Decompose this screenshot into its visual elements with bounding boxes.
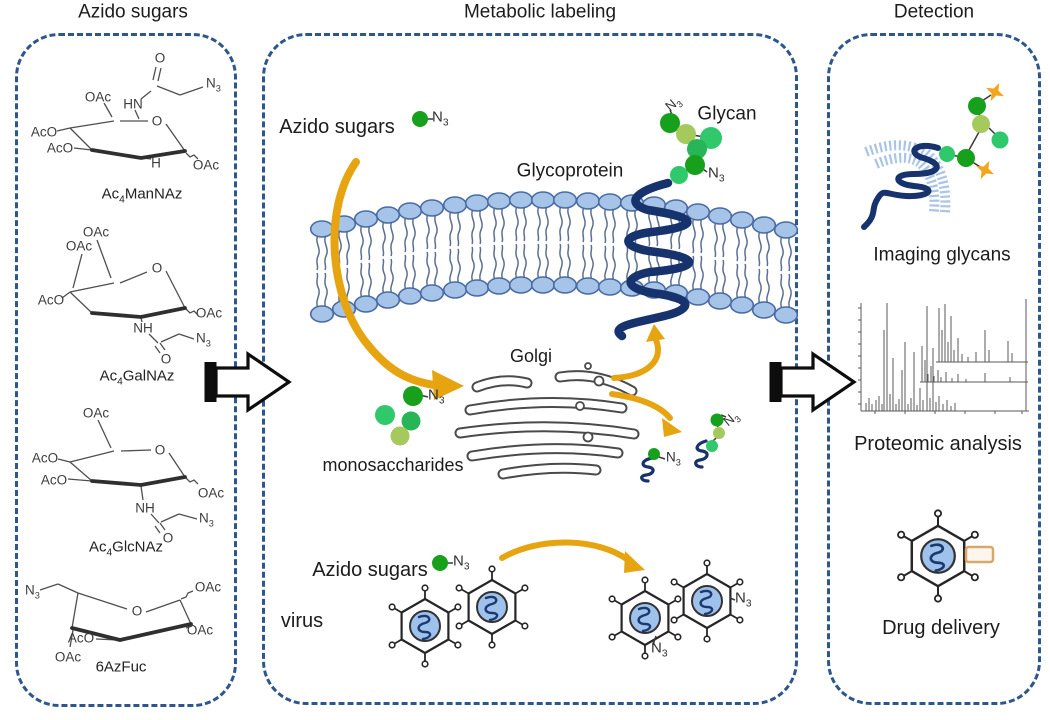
- s3-carbonyl-o: O: [162, 530, 174, 546]
- s4-oac-right: OAc: [186, 622, 214, 638]
- s4-ring-o: O: [131, 603, 143, 619]
- s3-aco-left2: AcO: [40, 472, 68, 488]
- vesicles: [575, 362, 605, 443]
- azido-sugar-dot-bottom: [432, 555, 453, 571]
- s3-aco-left1: AcO: [31, 450, 59, 466]
- structure-6azfuc-bonds: [39, 583, 194, 648]
- s2-azide-label: N3: [196, 330, 211, 349]
- s1-name: Ac4ManNAz: [101, 185, 183, 206]
- s1-aco-left1: AcO: [30, 124, 58, 140]
- s1-azide-label: N3: [206, 75, 221, 94]
- drug-delivery-icon: [896, 508, 995, 604]
- glycoprotein-coil: [614, 178, 694, 341]
- s1-oac-anomeric: OAc: [192, 157, 220, 173]
- label-virus: virus: [280, 610, 324, 632]
- s4-name: 6AzFuc: [95, 658, 147, 676]
- virus4-n3: N3: [735, 589, 752, 610]
- s2-ring-o: O: [151, 260, 163, 276]
- panel-title-metabolic-labeling: Metabolic labeling: [463, 1, 617, 23]
- s2-oac-top2: OAc: [65, 238, 93, 254]
- s1-oac-top: OAc: [84, 89, 112, 105]
- label-glycoprotein: Glycoprotein: [516, 160, 624, 182]
- block-arrow-middle-to-right: [769, 350, 857, 414]
- structure-ac4galnaz-bonds: [61, 239, 199, 354]
- s3-oac-top: OAc: [82, 405, 110, 421]
- s1-h: H: [151, 155, 161, 171]
- label-azido-sugars-bottom: Azido sugars: [312, 559, 428, 581]
- label-azido-sugars-top: Azido sugars: [279, 116, 395, 138]
- arrow-golgi-to-secreted: [609, 391, 682, 437]
- s4-oac-top: OAc: [194, 579, 222, 595]
- s2-name: Ac4GalNAz: [99, 367, 175, 388]
- glycan-chain: [660, 109, 722, 184]
- azide-n3-bottom: N3: [453, 552, 470, 573]
- s1-carbonyl-o: O: [154, 50, 166, 66]
- label-golgi: Golgi: [509, 346, 553, 366]
- s1-aco-left2: AcO: [46, 140, 74, 156]
- secreted-glycoprotein-1: [640, 448, 666, 483]
- mass-spectrum-icon: [858, 299, 1029, 414]
- label-imaging-glycans: Imaging glycans: [873, 244, 1011, 266]
- structure-ac4mannaz-bonds: [56, 66, 204, 160]
- golgi-apparatus: [454, 370, 640, 480]
- label-proteomic-analysis: Proteomic analysis: [854, 433, 1022, 455]
- panel-title-detection: Detection: [893, 1, 975, 23]
- panel-title-azido-sugars: Azido sugars: [78, 1, 188, 23]
- s2-aco-left: AcO: [37, 292, 65, 308]
- s4-oac-bottom: OAc: [54, 649, 82, 665]
- virus3-n3: N3: [651, 639, 668, 660]
- s2-carbonyl-o: O: [160, 351, 172, 367]
- secreted-glycoprotein-2: [694, 413, 727, 469]
- arrow-virus-labeling: [499, 539, 645, 573]
- secreted1-n3: N3: [666, 449, 681, 468]
- s3-nh: NH: [135, 500, 155, 516]
- s3-azide-label: N3: [199, 510, 214, 529]
- monosaccharide-dots: [375, 386, 429, 446]
- arrow-golgi-to-membrane: [611, 324, 665, 381]
- monosaccharide-n3: N3: [428, 386, 445, 407]
- s3-oac-anomeric: OAc: [197, 485, 225, 501]
- label-glycan: Glycan: [697, 103, 757, 125]
- azido-sugar-dot-top: [412, 111, 433, 127]
- s1-ring-o: O: [151, 113, 163, 129]
- azide-n3-top: N3: [432, 108, 449, 129]
- s2-oac-anomeric: OAc: [195, 305, 223, 321]
- s4-aco: AcO: [67, 630, 95, 646]
- imaging-glycans-icon: [861, 78, 1009, 230]
- arrow-azido-sugar-uptake: [330, 158, 464, 400]
- structure-ac4glcnaz-bonds: [57, 419, 199, 534]
- s3-name: Ac4GlcNAz: [88, 538, 164, 559]
- glycan-n3-lower: N3: [708, 164, 725, 185]
- label-monosaccharides: monosaccharides: [322, 455, 464, 475]
- s2-oac-top1: OAc: [82, 224, 110, 240]
- s2-nh: NH: [133, 320, 153, 336]
- s4-azide-label: N3: [25, 582, 40, 601]
- label-drug-delivery: Drug delivery: [882, 617, 1000, 639]
- cell-membrane: [309, 191, 799, 324]
- virus-particles: [388, 559, 744, 668]
- block-arrow-left-to-middle: [204, 350, 292, 414]
- s3-ring-o: O: [154, 442, 166, 458]
- s1-hn: HN: [123, 96, 143, 112]
